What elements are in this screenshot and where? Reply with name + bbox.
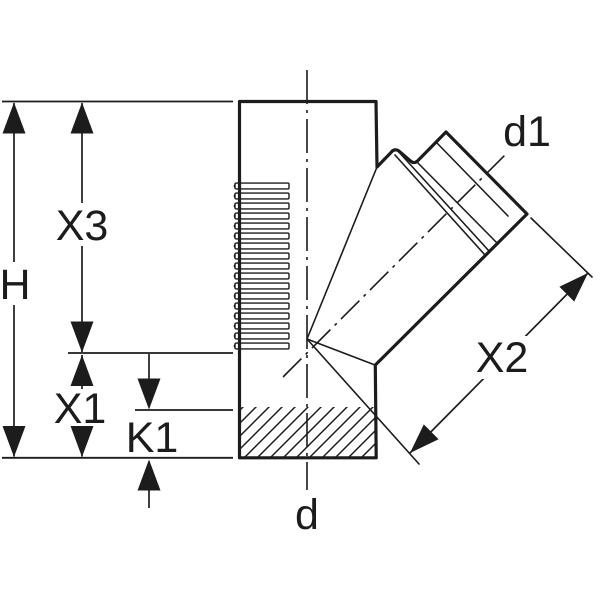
- h-arrow-down: [2, 426, 26, 457]
- dimension-X1: X1: [53, 355, 108, 457]
- x2-arrow-lower: [410, 424, 439, 453]
- x2-upper-extension-line: [530, 217, 593, 278]
- x3-arrow-down: [70, 321, 94, 353]
- d1-label: d1: [503, 108, 551, 156]
- centerlines: [282, 70, 508, 490]
- branch-centerline: [282, 152, 508, 378]
- x1-arrow-up: [70, 355, 94, 386]
- x3-label: X3: [56, 202, 109, 250]
- x1-label-backdrop: [53, 389, 108, 426]
- x3-label-backdrop: [53, 203, 111, 246]
- h-arrow-up: [2, 102, 26, 134]
- dimension-H: H: [0, 100, 233, 459]
- socket-depth-hatching: [241, 407, 375, 457]
- x2-arrow-upper: [559, 273, 588, 302]
- branch-socket-detail-lines: [394, 141, 509, 256]
- x3-arrow-up: [70, 102, 94, 134]
- x1-arrow-down: [70, 426, 94, 457]
- x2-lower-extension-line: [306, 338, 420, 465]
- fitting-body-outline: [237, 99, 529, 460]
- dimension-X3: X3: [53, 102, 233, 354]
- k1-arrow-up: [137, 459, 161, 491]
- d-label: d: [295, 491, 319, 539]
- k1-arrow-down: [137, 378, 161, 410]
- h-label: H: [0, 261, 31, 309]
- bead-ring-line-2: [394, 154, 486, 256]
- upper-seam-line: [306, 166, 378, 340]
- h-label-backdrop: [0, 262, 31, 305]
- x2-label: X2: [476, 334, 529, 382]
- x2-label-backdrop: [473, 336, 533, 379]
- mouth-chamfer-line: [435, 141, 509, 217]
- branch-junction-seam-lines: [306, 166, 420, 465]
- k1-label: K1: [126, 414, 179, 462]
- lower-seam-line: [306, 338, 376, 366]
- bead-ring-line-1: [396, 149, 490, 252]
- x1-label: X1: [54, 385, 107, 433]
- dimension-K1: K1: [126, 354, 233, 508]
- dimension-X2: X2: [409, 217, 593, 454]
- ribbed-spigot-section: [232, 182, 290, 350]
